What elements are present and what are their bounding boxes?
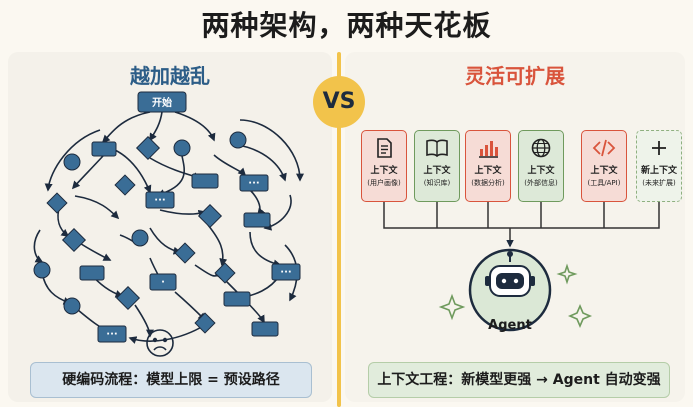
card-label: 上下文 bbox=[527, 166, 555, 176]
agent-label: Agent bbox=[488, 318, 532, 333]
card-sublabel: (数据分析) bbox=[471, 179, 505, 187]
card-label: 新上下文 bbox=[640, 166, 677, 176]
document-icon bbox=[377, 138, 392, 158]
card-sublabel: (工具/API) bbox=[587, 179, 621, 187]
start-node-label: 开始 bbox=[152, 96, 172, 109]
card-sublabel: (外部信息) bbox=[524, 179, 558, 187]
agent-robot-icon bbox=[468, 248, 552, 332]
book-icon bbox=[426, 139, 448, 158]
sparkle-icons bbox=[438, 263, 593, 329]
bar-chart-icon bbox=[479, 141, 498, 158]
card-sublabel: (未来扩展) bbox=[642, 179, 676, 187]
vs-badge: VS bbox=[313, 76, 365, 128]
card-sublabel: (知识库) bbox=[423, 179, 451, 187]
agent-connectors bbox=[383, 202, 660, 248]
card-label: 上下文 bbox=[370, 166, 398, 176]
card-label: 上下文 bbox=[423, 166, 451, 176]
context-card-knowledge-base: 上下文 (知识库) bbox=[414, 130, 460, 202]
left-heading: 越加越乱 bbox=[130, 64, 210, 88]
right-panel bbox=[345, 52, 685, 402]
svg-text:·: · bbox=[161, 277, 165, 288]
svg-text:···: ··· bbox=[106, 329, 117, 340]
plus-icon bbox=[652, 141, 666, 155]
divider-top bbox=[337, 52, 341, 82]
context-card-user-profile: 上下文 (用户画像) bbox=[361, 130, 407, 202]
divider bbox=[337, 120, 341, 407]
context-card-future-extension: 新上下文 (未来扩展) bbox=[636, 130, 682, 202]
context-card-external-info: 上下文 (外部信息) bbox=[518, 130, 564, 202]
start-node bbox=[137, 91, 187, 113]
sad-face-icon bbox=[146, 329, 174, 357]
svg-text:···: ··· bbox=[280, 267, 291, 278]
flow-nodes bbox=[33, 91, 301, 343]
right-caption: 上下文工程：新模型更强 → Agent 自动变强 bbox=[368, 362, 670, 398]
card-label: 上下文 bbox=[474, 166, 502, 176]
code-icon bbox=[592, 139, 616, 157]
page-title: 两种架构，两种天花板 bbox=[201, 9, 492, 42]
globe-icon bbox=[531, 138, 551, 158]
card-label: 上下文 bbox=[590, 166, 618, 176]
right-heading: 灵活可扩展 bbox=[465, 64, 565, 88]
svg-text:···: ··· bbox=[248, 178, 259, 189]
context-card-tools-api: 上下文 (工具/API) bbox=[581, 130, 627, 202]
context-card-data-analysis: 上下文 (数据分析) bbox=[465, 130, 511, 202]
left-caption: 硬编码流程：模型上限 = 预设路径 bbox=[30, 362, 312, 398]
svg-text:···: ··· bbox=[154, 195, 165, 206]
card-sublabel: (用户画像) bbox=[367, 179, 401, 187]
